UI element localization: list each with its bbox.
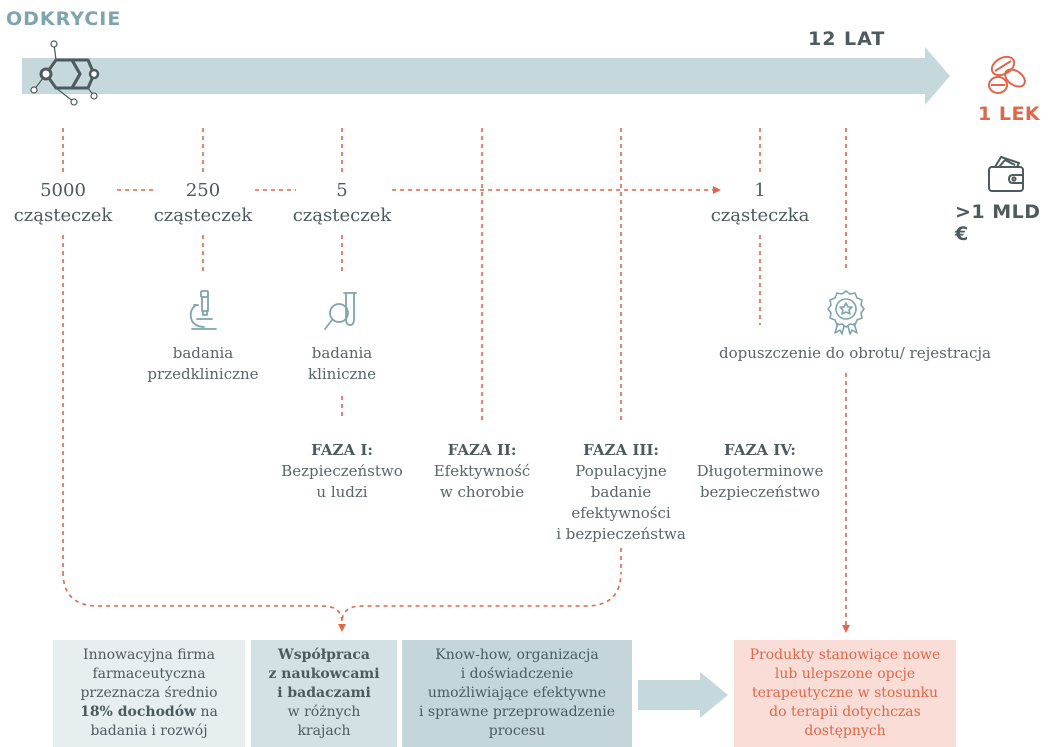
phase-line: u ludzi bbox=[316, 483, 368, 501]
box-line: Współpraca bbox=[278, 647, 370, 663]
phase-line: w chorobie bbox=[439, 483, 525, 501]
phase-line: Długoterminowe bbox=[696, 462, 824, 480]
count-unit: cząsteczka bbox=[710, 205, 810, 226]
count-1: 1 cząsteczka bbox=[700, 178, 820, 228]
timeline-arrow bbox=[22, 47, 950, 105]
count-250: 250 cząsteczek bbox=[143, 178, 263, 228]
box-line: badania i rozwój bbox=[90, 723, 208, 739]
box-line: terapeutyczne w stosunku bbox=[751, 685, 939, 701]
box-line: Produkty stanowiące nowe bbox=[749, 647, 941, 663]
stage-preclinical: badania przedkliniczne bbox=[133, 343, 273, 385]
box-arrow-icon bbox=[638, 672, 728, 718]
count-unit: cząsteczek bbox=[13, 205, 113, 226]
stage-line: badania bbox=[311, 344, 373, 362]
stage-line: badania bbox=[172, 344, 234, 362]
box-line: do terapii dotychczas bbox=[769, 704, 921, 720]
box-line: dostępnych bbox=[804, 723, 886, 739]
phase-line: i bezpieczeństwa bbox=[556, 525, 686, 543]
phase-line: efektywności bbox=[571, 504, 671, 522]
molecule-icon bbox=[30, 40, 100, 106]
phase-title: FAZA II: bbox=[447, 441, 517, 459]
phase-line: bezpieczeństwo bbox=[699, 483, 821, 501]
wallet-icon bbox=[988, 156, 1024, 192]
box-line: i doświadczenie bbox=[460, 666, 574, 682]
box-line: i badaczami bbox=[277, 685, 371, 701]
result-cost: >1 MLD € bbox=[955, 201, 1041, 245]
phase-line: badanie bbox=[590, 483, 652, 501]
box-line: procesu bbox=[488, 723, 546, 739]
phase-2: FAZA II: Efektywność w chorobie bbox=[410, 440, 554, 503]
box-line: przeznacza średnio bbox=[80, 685, 218, 701]
result-drug: 1 LEK bbox=[978, 103, 1041, 125]
phase-4: FAZA IV: Długoterminowe bezpieczeństwo bbox=[680, 440, 840, 503]
count-unit: cząsteczek bbox=[153, 205, 253, 226]
count-5000: 5000 cząsteczek bbox=[3, 178, 123, 228]
box-line: farmaceutyczna bbox=[92, 666, 206, 682]
stage-line: przedkliniczne bbox=[147, 365, 259, 383]
stage-approval: dopuszczenie do obrotu/ rejestracja bbox=[719, 344, 991, 362]
box-line: 18% dochodów na bbox=[80, 704, 218, 720]
count-unit: cząsteczek bbox=[292, 205, 392, 226]
duration-label: 12 LAT bbox=[808, 28, 886, 50]
phase-line: Bezpieczeństwo bbox=[281, 462, 403, 480]
info-box-investment: Innowacyjna firma farmaceutyczna przezna… bbox=[53, 640, 245, 747]
box-line: umożliwiające efektywne bbox=[427, 685, 607, 701]
count-number: 5 bbox=[336, 180, 348, 201]
box-line: lub ulepszone opcje bbox=[774, 666, 916, 682]
box-line: Know-how, organizacja bbox=[435, 647, 599, 663]
count-number: 5000 bbox=[40, 180, 86, 201]
phase-line: Populacyjne bbox=[575, 462, 667, 480]
info-box-products: Produkty stanowiące nowe lub ulepszone o… bbox=[734, 640, 956, 747]
microscope-icon bbox=[189, 290, 217, 330]
box-line: Innowacyjna firma bbox=[83, 647, 215, 663]
info-box-collaboration: Współpraca z naukowcami i badaczami w ró… bbox=[251, 640, 397, 747]
pills-icon bbox=[988, 55, 1026, 94]
phase-1: FAZA I: Bezpieczeństwo u ludzi bbox=[270, 440, 414, 503]
phase-line: Efektywność bbox=[433, 462, 531, 480]
phase-title: FAZA III: bbox=[583, 441, 659, 459]
box-line: w różnych krajach bbox=[287, 704, 361, 739]
phase-title: FAZA I: bbox=[311, 441, 373, 459]
count-number: 250 bbox=[185, 180, 221, 201]
header-title: ODKRYCIE bbox=[6, 8, 122, 30]
phase-3: FAZA III: Populacyjne badanie efektywnoś… bbox=[540, 440, 702, 545]
info-box-knowhow: Know-how, organizacja i doświadczenie um… bbox=[402, 640, 632, 747]
count-5: 5 cząsteczek bbox=[282, 178, 402, 228]
stage-line: kliniczne bbox=[308, 365, 376, 383]
award-badge-icon bbox=[827, 290, 865, 335]
count-number: 1 bbox=[754, 180, 766, 201]
stage-clinical: badania kliniczne bbox=[272, 343, 412, 385]
phase-title: FAZA IV: bbox=[724, 441, 796, 459]
test-tube-magnifier-icon bbox=[324, 292, 357, 330]
box-line: z naukowcami bbox=[268, 666, 380, 682]
box-line: i sprawne przeprowadzenie bbox=[419, 704, 615, 720]
